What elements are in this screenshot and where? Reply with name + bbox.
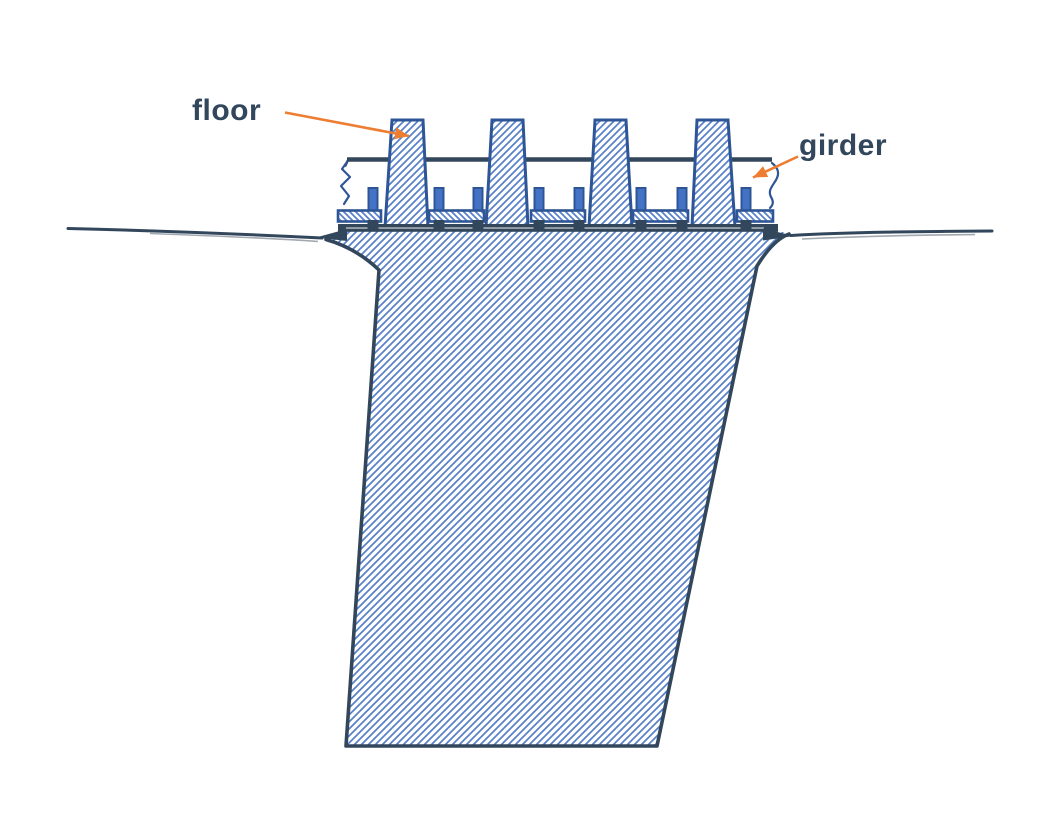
girder-bottom-flange <box>338 224 778 232</box>
stud-anchor <box>367 220 379 232</box>
bearing-plate <box>336 209 383 223</box>
stud-anchor <box>573 220 585 232</box>
stud-anchor <box>433 220 445 232</box>
girder-label: girder <box>799 129 888 162</box>
bearing-plate <box>631 209 690 223</box>
ground-line-left <box>66 227 324 243</box>
floor-label: floor <box>192 94 262 127</box>
stud-anchor <box>740 220 752 232</box>
shear-stud <box>740 187 752 213</box>
floor-beam <box>690 118 737 229</box>
shear-stud <box>367 187 379 213</box>
break-line-right <box>768 161 780 210</box>
bearing-plate <box>529 209 587 223</box>
stud-anchor <box>676 220 688 232</box>
ground-line-right <box>789 229 994 240</box>
pier-cross-section <box>324 230 791 748</box>
floor-beam <box>484 118 530 229</box>
stud-anchor <box>533 220 545 232</box>
girder-arrow <box>752 155 799 179</box>
bearing-plates <box>336 209 775 223</box>
shear-stud <box>533 187 545 213</box>
flange-ground-wedges <box>316 228 794 241</box>
shear-stud <box>573 187 585 213</box>
shear-stud <box>676 187 688 213</box>
right-wedge <box>763 228 794 241</box>
break-line-left <box>339 160 352 206</box>
bearing-plate <box>427 209 486 223</box>
shear-stud <box>472 187 484 213</box>
stud-anchors <box>367 220 752 232</box>
pier-fill <box>326 230 789 746</box>
shear-stud <box>433 187 445 213</box>
stud-anchor <box>472 220 484 232</box>
flange-highlight-line <box>346 227 764 229</box>
stud-anchor <box>635 220 647 232</box>
floor-beam <box>587 118 634 229</box>
bearing-plate <box>735 209 775 223</box>
left-wedge <box>316 229 347 241</box>
shear-stud <box>635 187 647 213</box>
pier-outline <box>324 232 791 748</box>
floor-arrow <box>284 111 410 140</box>
